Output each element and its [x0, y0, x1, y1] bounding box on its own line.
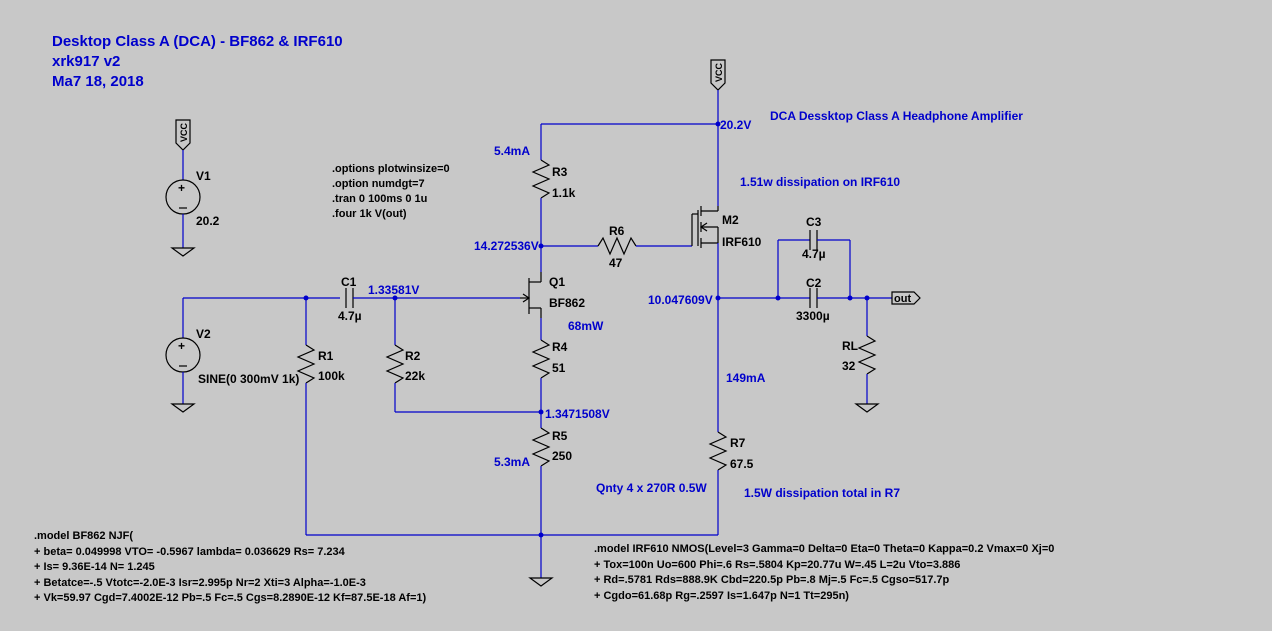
voltage-source-v1: + [165, 179, 201, 215]
resistor-r6 [597, 236, 637, 256]
title-line-1: Desktop Class A (DCA) - BF862 & IRF610 [52, 33, 343, 50]
capacitor-c1 [345, 288, 354, 308]
resistor-r7 [708, 431, 728, 471]
ground-symbol-rl [854, 403, 880, 413]
output-port-flag [891, 291, 921, 305]
svg-text:+: + [178, 339, 185, 353]
spice-directive-4: .four 1k V(out) [332, 208, 407, 220]
jfet-q1 [520, 272, 542, 318]
ground-symbol-v2 [170, 403, 196, 413]
c2-value: 3300µ [796, 309, 830, 323]
title-line-3: Ma7 18, 2018 [52, 73, 144, 90]
r2-name: R2 [405, 349, 421, 363]
r4-name: R4 [552, 340, 568, 354]
svg-text:+: + [178, 181, 185, 195]
r1-name: R1 [318, 349, 334, 363]
voltage-source-m2: 10.047609V [648, 293, 713, 307]
capacitor-c2 [809, 288, 818, 308]
r2-value: 22k [405, 369, 425, 383]
resistor-r5 [531, 427, 551, 467]
model-irf610-line-4: + Cgdo=61.68p Rg=.2597 Is=1.647p N=1 Tt=… [594, 590, 849, 602]
title-line-2: xrk917 v2 [52, 53, 120, 70]
resistor-rl [857, 335, 877, 375]
vcc-label-v1: VCC [179, 122, 189, 142]
c3-name: C3 [806, 215, 822, 229]
power-q1: 68mW [568, 319, 604, 333]
spice-directive-3: .tran 0 100ms 0 1u [332, 193, 427, 205]
rl-value: 32 [842, 359, 856, 373]
q1-name: Q1 [549, 275, 565, 289]
model-bf862-line-5: + Vk=59.97 Cgd=7.4002E-12 Pb=.5 Fc=.5 Cg… [34, 592, 426, 604]
model-irf610-line-2: + Tox=100n Uo=600 Phi=.6 Rs=.5804 Kp=20.… [594, 559, 960, 571]
current-r3: 5.4mA [494, 144, 530, 158]
c1-name: C1 [341, 275, 357, 289]
r7-name: R7 [730, 436, 746, 450]
model-bf862-line-1: .model BF862 NJF( [34, 530, 133, 542]
ground-symbol-main [528, 577, 554, 587]
current-m2: 149mA [726, 371, 766, 385]
v2-value: SINE(0 300mV 1k) [198, 372, 299, 386]
voltage-r4-r5-node: 1.3471508V [545, 407, 610, 421]
output-port-label: out [894, 293, 911, 305]
note-irf-dissipation: 1.51w dissipation on IRF610 [740, 175, 900, 189]
rl-name: RL [842, 339, 858, 353]
voltage-source-v2: + [165, 337, 201, 373]
note-r7-quantity: Qnty 4 x 270R 0.5W [596, 481, 707, 495]
r7-value: 67.5 [730, 457, 754, 471]
resistor-r4 [531, 339, 551, 379]
r5-value: 250 [552, 449, 572, 463]
r3-value: 1.1k [552, 186, 576, 200]
v1-name: V1 [196, 169, 211, 183]
note-r7-dissipation: 1.5W dissipation total in R7 [744, 486, 900, 500]
m2-value: IRF610 [722, 235, 762, 249]
model-irf610-line-1: .model IRF610 NMOS(Level=3 Gamma=0 Delta… [594, 543, 1054, 555]
vcc-label-top: VCC [714, 62, 724, 82]
mosfet-m2 [691, 206, 719, 248]
current-r5: 5.3mA [494, 455, 530, 469]
resistor-r3 [531, 159, 551, 199]
voltage-supply-node: 20.2V [720, 118, 751, 132]
c1-value: 4.7µ [338, 309, 362, 323]
resistor-r1 [296, 344, 316, 384]
vcc-flag-v1: VCC [175, 119, 191, 151]
q1-value: BF862 [549, 296, 585, 310]
voltage-drain-q1: 14.272536V [474, 239, 539, 253]
spice-directive-1: .options plotwinsize=0 [332, 163, 450, 175]
ground-symbol-v1 [170, 247, 196, 257]
c3-value: 4.7µ [802, 247, 826, 261]
model-irf610-line-3: + Rd=.5781 Rds=888.9K Cbd=220.5p Pb=.8 M… [594, 574, 950, 586]
v2-name: V2 [196, 327, 211, 341]
r6-value: 47 [609, 256, 623, 270]
note-amp-title: DCA Dessktop Class A Headphone Amplifier [770, 109, 1023, 123]
r5-name: R5 [552, 429, 568, 443]
spice-directive-2: .option numdgt=7 [332, 178, 425, 190]
vcc-flag-top: VCC [710, 59, 726, 91]
r6-name: R6 [609, 224, 625, 238]
m2-name: M2 [722, 213, 739, 227]
model-bf862-line-4: + Betatce=-.5 Vtotc=-2.0E-3 Isr=2.995p N… [34, 577, 366, 589]
model-bf862-line-2: + beta= 0.049998 VTO= -0.5967 lambda= 0.… [34, 546, 346, 558]
r3-name: R3 [552, 165, 568, 179]
r4-value: 51 [552, 361, 566, 375]
voltage-gate-q1: 1.33581V [368, 283, 419, 297]
resistor-r2 [385, 344, 405, 384]
v1-value: 20.2 [196, 214, 220, 228]
c2-name: C2 [806, 276, 822, 290]
model-bf862-line-3: + Is= 9.36E-14 N= 1.245 [34, 561, 155, 573]
r1-value: 100k [318, 369, 345, 383]
